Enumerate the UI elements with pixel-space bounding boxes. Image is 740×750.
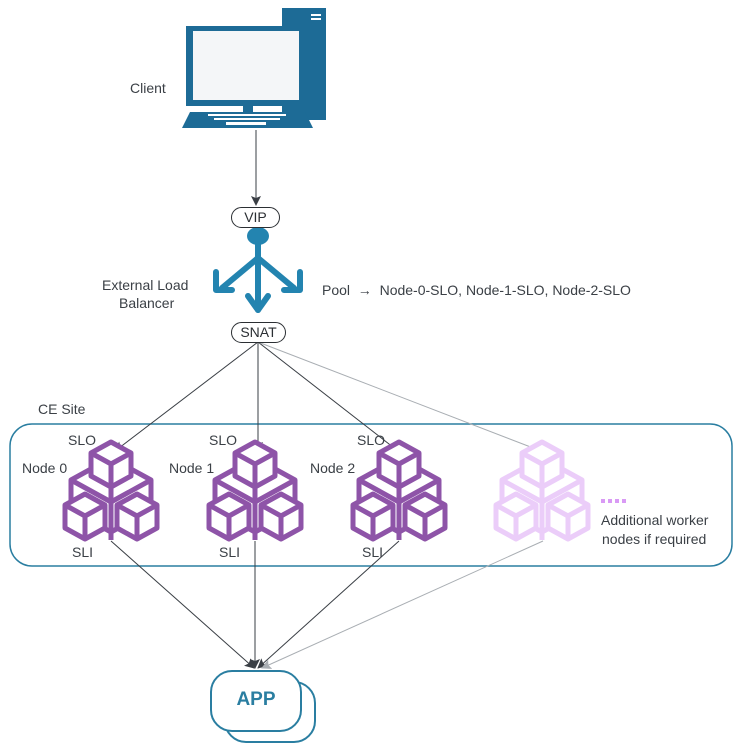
client-computer-icon bbox=[182, 8, 326, 128]
node0-cluster-icon bbox=[65, 442, 157, 540]
ce-site-label: CE Site bbox=[38, 401, 86, 417]
node2-cluster-icon bbox=[353, 442, 445, 540]
additional-nodes-line2: nodes if required bbox=[602, 531, 707, 547]
arrow-snat-to-node2 bbox=[257, 341, 399, 452]
node1-cluster-icon bbox=[209, 442, 301, 540]
snat-pill: SNAT bbox=[231, 322, 286, 343]
node2-slo-label: SLO bbox=[357, 432, 386, 448]
node0-sli-label: SLI bbox=[72, 544, 94, 560]
arrow-node2-to-app bbox=[257, 540, 400, 669]
app-box bbox=[210, 670, 302, 732]
app-label: APP bbox=[236, 689, 276, 710]
arrow-node0-to-app bbox=[110, 540, 255, 669]
node1-slo-label: SLO bbox=[209, 432, 238, 448]
node0-slo-label: SLO bbox=[68, 432, 97, 448]
pool-text: Pool → Node-0-SLO, Node-1-SLO, Node-2-SL… bbox=[322, 282, 631, 298]
node1-sli-label: SLI bbox=[219, 544, 241, 560]
node2-sli-label: SLI bbox=[362, 544, 384, 560]
additional-nodes-line1: Additional worker bbox=[601, 512, 709, 528]
vip-pill: VIP bbox=[231, 207, 280, 228]
more-nodes-dots-icon bbox=[601, 499, 626, 503]
arrow-snat-to-node0 bbox=[114, 341, 259, 452]
client-label: Client bbox=[130, 80, 166, 96]
arrow-snat-to-additional bbox=[257, 341, 542, 453]
arrow-additional-to-app bbox=[261, 540, 544, 669]
lb-label-line2: Balancer bbox=[119, 295, 175, 311]
node1-name-label: Node 1 bbox=[169, 460, 215, 476]
load-balancer-icon bbox=[213, 227, 303, 313]
node0-name-label: Node 0 bbox=[22, 460, 68, 476]
lb-label-line1: External Load bbox=[102, 277, 189, 293]
additional-node-cluster-icon bbox=[496, 442, 588, 540]
node2-name-label: Node 2 bbox=[310, 460, 356, 476]
